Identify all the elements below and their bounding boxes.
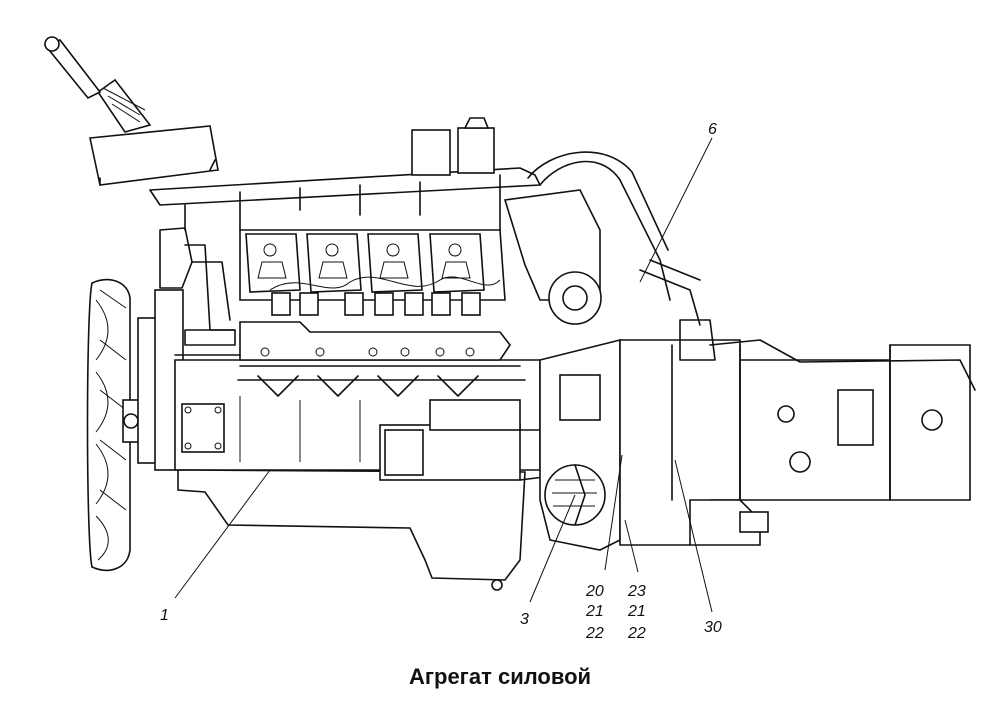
gearbox	[619, 319, 976, 546]
callout-20: 20	[585, 583, 604, 600]
callout-22-left: 22	[585, 625, 604, 642]
callout-1: 1	[160, 607, 169, 624]
figure-caption: Агрегат силовой	[408, 664, 592, 689]
callout-21-left: 21	[585, 603, 604, 620]
starter	[379, 399, 601, 481]
coolant-pipes	[174, 244, 241, 356]
callout-3: 3	[520, 611, 529, 628]
gear-shift-lever	[43, 36, 219, 186]
callout-6: 6	[708, 121, 717, 138]
callout-21-right: 21	[627, 603, 646, 620]
cooling-fan	[86, 278, 140, 572]
cylinder-heads	[239, 229, 506, 301]
gearbox-accessory	[689, 499, 769, 546]
clutch-housing	[539, 338, 621, 551]
callout-22-right: 22	[627, 625, 646, 642]
callout-23: 23	[627, 583, 646, 600]
callout-30: 30	[704, 619, 722, 636]
leader-lines	[174, 137, 713, 613]
oil-pan	[177, 469, 526, 591]
intake-manifold	[239, 321, 511, 361]
fuel-injectors	[269, 276, 501, 316]
turbocharger	[503, 151, 701, 326]
top-rail	[149, 117, 541, 231]
